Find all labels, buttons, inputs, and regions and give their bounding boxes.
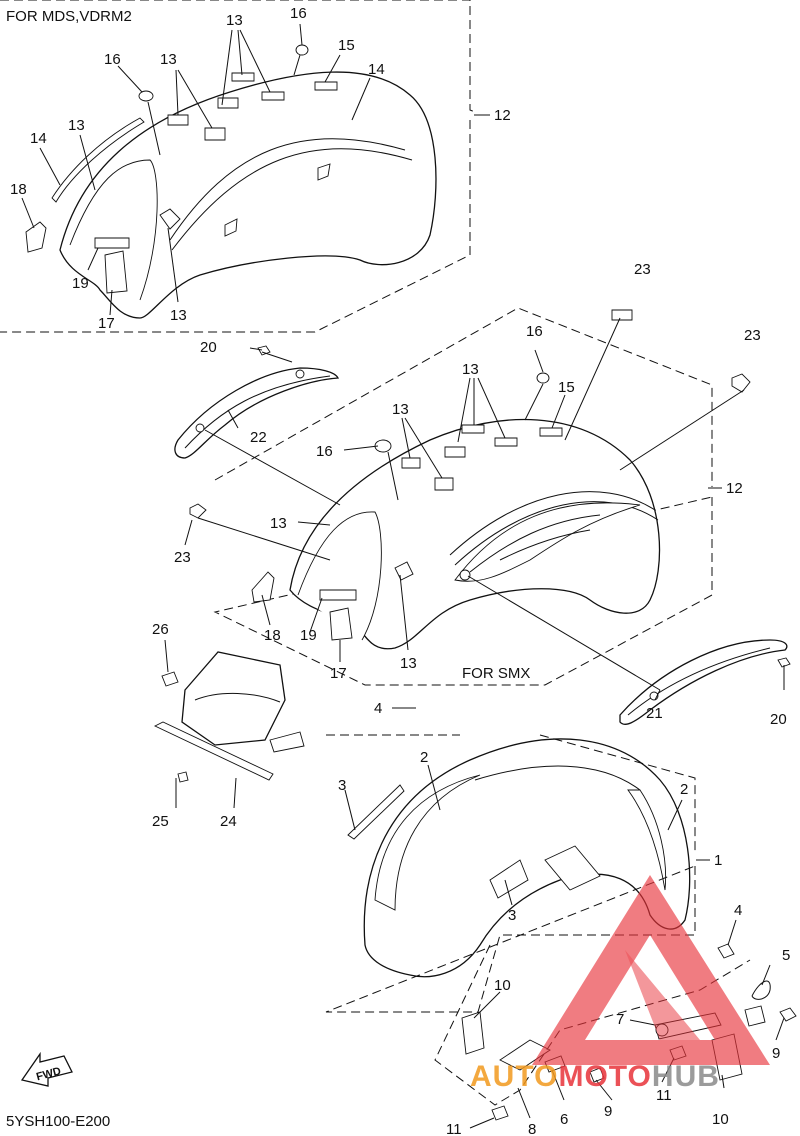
callout-2: 2 bbox=[680, 781, 688, 798]
callout-24: 24 bbox=[220, 813, 237, 830]
group-caption-top: FOR MDS,VDRM2 bbox=[6, 8, 132, 25]
callout-16: 16 bbox=[104, 51, 121, 68]
rear-fender-smx bbox=[251, 372, 661, 650]
callout-11: 11 bbox=[656, 1087, 672, 1104]
side-rail-22 bbox=[174, 345, 340, 459]
watermark-text-moto: MOTO bbox=[558, 1060, 651, 1093]
license-bracket-24 bbox=[153, 651, 305, 783]
group-border-top bbox=[0, 0, 476, 333]
callout-13: 13 bbox=[68, 117, 85, 134]
callout-15: 15 bbox=[338, 37, 355, 54]
callout-12: 12 bbox=[726, 480, 743, 497]
callout-16: 16 bbox=[290, 5, 307, 22]
callout-13: 13 bbox=[400, 655, 417, 672]
callout-23: 23 bbox=[744, 327, 761, 344]
rear-fender-1 bbox=[363, 738, 691, 978]
callout-16: 16 bbox=[316, 443, 333, 460]
callout-5: 5 bbox=[782, 947, 790, 964]
callout-20: 20 bbox=[200, 339, 217, 356]
callout-13: 13 bbox=[392, 401, 409, 418]
callout-25: 25 bbox=[152, 813, 169, 830]
callout-11: 11 bbox=[446, 1121, 462, 1136]
callout-22: 22 bbox=[250, 429, 267, 446]
callout-6: 6 bbox=[560, 1111, 568, 1128]
callout-2: 2 bbox=[420, 749, 428, 766]
leaders-top bbox=[21, 23, 490, 316]
watermark-triangle-icon bbox=[532, 875, 770, 1065]
callout-16: 16 bbox=[526, 323, 543, 340]
side-rail-21 bbox=[619, 639, 791, 725]
group-smx: FOR SMX bbox=[174, 261, 791, 728]
leaders-low bbox=[164, 639, 785, 1129]
callout-20: 20 bbox=[770, 711, 787, 728]
grommet-23 bbox=[189, 309, 751, 519]
callout-9: 9 bbox=[772, 1045, 780, 1062]
callout-13: 13 bbox=[270, 515, 287, 532]
leaders-mid bbox=[184, 317, 785, 701]
callout-19: 19 bbox=[300, 627, 317, 644]
callout-15: 15 bbox=[558, 379, 575, 396]
callout-8: 8 bbox=[528, 1121, 536, 1136]
callout-10: 10 bbox=[712, 1111, 729, 1128]
strip-3 bbox=[347, 784, 405, 840]
callout-7: 7 bbox=[616, 1011, 624, 1028]
callout-3: 3 bbox=[508, 907, 516, 924]
callout-1: 1 bbox=[714, 852, 722, 869]
callout-26: 26 bbox=[152, 621, 169, 638]
callout-14: 14 bbox=[368, 61, 385, 78]
callout-9: 9 bbox=[604, 1103, 612, 1120]
callout-23: 23 bbox=[174, 549, 191, 566]
group-caption-mid: FOR SMX bbox=[462, 665, 530, 682]
callout-13: 13 bbox=[170, 307, 187, 324]
callout-19: 19 bbox=[72, 275, 89, 292]
callout-13: 13 bbox=[160, 51, 177, 68]
callout-13: 13 bbox=[462, 361, 479, 378]
callout-4: 4 bbox=[734, 902, 742, 919]
group-border-low bbox=[325, 734, 696, 1013]
callout-17: 17 bbox=[330, 665, 347, 682]
fwd-arrow-icon: FWD bbox=[20, 1051, 73, 1087]
group-lower: FWD 26 25 24 4 2 3 bbox=[6, 621, 797, 1136]
callout-10: 10 bbox=[494, 977, 511, 994]
watermark-logo: AUTOMOTOHUB bbox=[470, 875, 770, 1093]
callout-4: 4 bbox=[374, 700, 382, 717]
watermark-text-hub: HUB bbox=[652, 1060, 720, 1093]
callout-12: 12 bbox=[494, 107, 511, 124]
callout-3: 3 bbox=[338, 777, 346, 794]
group-mds-vdrm2: FOR MDS,VDRM2 bbox=[0, 0, 511, 333]
callout-23: 23 bbox=[634, 261, 651, 278]
rear-fender-top bbox=[25, 44, 437, 319]
callout-17: 17 bbox=[98, 315, 115, 332]
callout-18: 18 bbox=[10, 181, 27, 198]
callout-18: 18 bbox=[264, 627, 281, 644]
svg-text:AUTOMOTOHUB: AUTOMOTOHUB bbox=[470, 1060, 720, 1093]
callout-14: 14 bbox=[30, 130, 47, 147]
callout-13: 13 bbox=[226, 12, 243, 29]
diagram-code: 5YSH100-E200 bbox=[6, 1113, 110, 1130]
callout-21: 21 bbox=[646, 705, 663, 722]
watermark-text-auto: AUTO bbox=[470, 1060, 558, 1093]
